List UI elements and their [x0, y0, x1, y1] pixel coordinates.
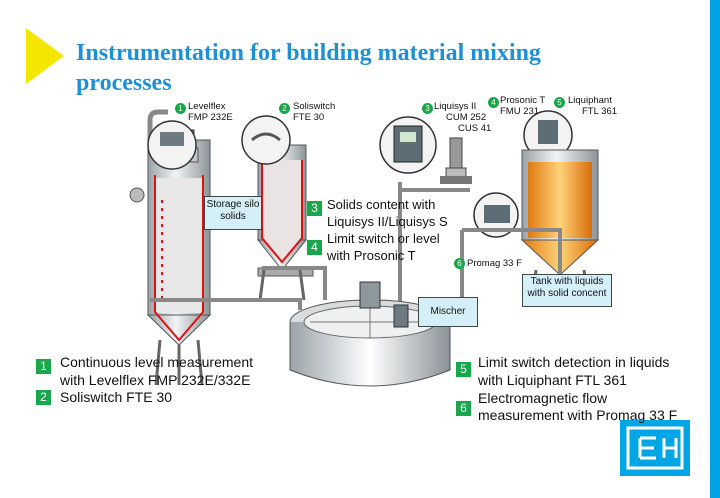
instrument-badge-4: 4 — [488, 97, 499, 108]
instrument-2-model: FTE 30 — [293, 112, 325, 123]
caption-3-line-1: Solids content with — [327, 197, 436, 212]
zoom-detail-soliswitch — [241, 115, 291, 165]
instrument-3-model: CUM 252 — [446, 112, 487, 123]
caption-5-line-1: Limit switch detection in liquids — [478, 354, 670, 370]
caption-badge-6: 6 — [456, 401, 471, 416]
instrument-5-model: FTL 361 — [582, 106, 618, 117]
liquid-tank — [520, 149, 600, 306]
caption-4-line-1: Limit switch or level — [327, 231, 440, 246]
right-edge-stripe — [710, 0, 720, 498]
instrument-1-model: FMP 232E — [188, 112, 233, 123]
instrument-badge-1: 1 — [175, 103, 186, 114]
caption-1-line-1: Continuous level measurement — [60, 354, 253, 370]
caption-6-line-2: measurement with Promag 33 F — [478, 407, 678, 423]
caption-2: Soliswitch FTE 30 — [60, 389, 173, 405]
mixer-vessel — [289, 281, 451, 387]
title-arrow-icon — [26, 28, 64, 84]
instrument-badge-2: 2 — [279, 103, 290, 114]
caption-badge-3: 3 — [307, 201, 322, 216]
caption-badge-2: 2 — [36, 390, 51, 405]
tank-label: Tank with liquids with solid concent — [522, 274, 612, 307]
instrument-3-name: Liquisys II — [434, 101, 477, 112]
caption-3-line-2: Liquisys II/Liquisys S — [327, 214, 448, 229]
page-title: Instrumentation for building material mi… — [76, 40, 541, 96]
caption-4-line-2: with Prosonic T — [327, 248, 416, 263]
instrument-6-name: Promag 33 F — [467, 258, 522, 269]
liquisys-probe — [440, 137, 472, 184]
instrument-badge-3: 3 — [422, 103, 433, 114]
instrument-2-name: Soliswitch — [293, 101, 336, 112]
mixer-label: Mischer — [418, 297, 478, 327]
caption-5-line-2: with Liquiphant FTL 361 — [478, 372, 627, 388]
caption-6-line-1: Electromagnetic flow — [478, 390, 608, 406]
caption-badge-5: 5 — [456, 362, 471, 377]
company-logo — [620, 420, 690, 476]
instrument-1-name: Levelflex — [188, 101, 226, 112]
caption-badge-1: 1 — [36, 359, 51, 374]
caption-1-line-2: with Levelflex FMP 232E/332E — [60, 372, 251, 388]
caption-badge-4: 4 — [307, 240, 322, 255]
instrument-badge-5: 5 — [554, 97, 565, 108]
storage-silo-2 — [256, 144, 314, 301]
instrument-4-model: FMU 231 — [500, 106, 540, 117]
instrument-badge-6: 6 — [454, 258, 465, 269]
instrument-4-name: Prosonic T — [500, 95, 546, 106]
instrument-5-name: Liquiphant — [568, 95, 612, 106]
storage-silo-label: Storage silo solids — [204, 196, 262, 230]
instrument-3-model-2: CUS 41 — [458, 123, 492, 134]
